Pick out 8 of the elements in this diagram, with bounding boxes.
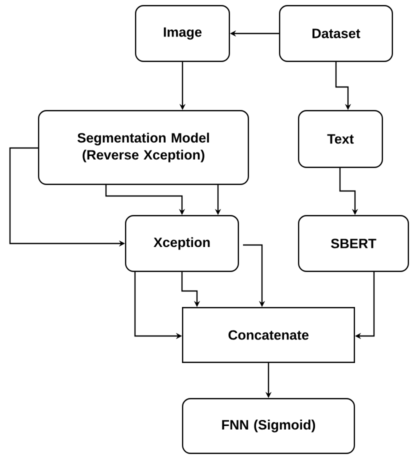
process-box: FNN (Sigmoid) (182, 398, 355, 454)
process-box: Xception (125, 215, 239, 272)
process-box: Dataset (279, 5, 393, 62)
process-box: Text (298, 110, 383, 168)
process-box: Image (135, 5, 230, 62)
process-box: SBERT (298, 215, 409, 272)
process-box: Segmentation Model (Reverse Xception) (38, 110, 249, 185)
concatenate-box: Concatenate (182, 307, 355, 363)
